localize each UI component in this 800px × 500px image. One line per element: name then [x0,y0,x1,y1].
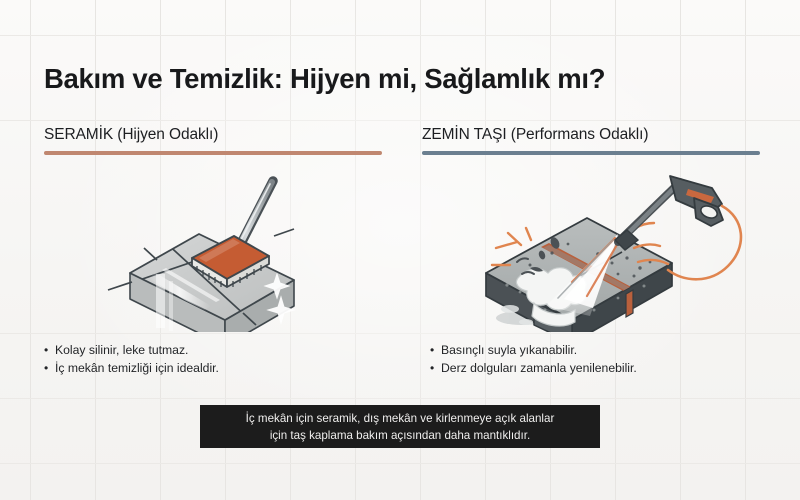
bullet-text: Derz dolguları zamanla yenilenebilir. [441,361,637,375]
bullet-list-zemin-tasi: • Basınçlı suyla yıkanabilir. • Derz dol… [430,341,637,377]
pressure-washer-on-stone-icon [422,170,767,332]
list-item: • Basınçlı suyla yıkanabilir. [430,341,637,359]
bullet-text: İç mekân temizliği için idealdir. [55,361,219,375]
column-header-zemin-tasi: ZEMİN TAŞI (Performans Odaklı) [422,126,767,155]
list-item: • Kolay silinir, leke tutmaz. [44,341,219,359]
conclusion-banner: İç mekân için seramik, dış mekân ve kirl… [200,405,600,448]
bullet-marker: • [44,361,49,375]
bullet-text: Kolay silinir, leke tutmaz. [55,343,189,357]
column-header-seramik: SERAMİK (Hijyen Odaklı) [44,126,389,155]
bullet-marker: • [430,361,435,375]
column-heading-label: SERAMİK (Hijyen Odaklı) [44,126,219,143]
column-heading-label: ZEMİN TAŞI (Performans Odaklı) [422,126,649,143]
mop-on-ceramic-tile-icon [44,170,389,332]
page-title: Bakım ve Temizlik: Hijyen mi, Sağlamlık … [44,63,606,94]
bullet-marker: • [44,343,49,357]
conclusion-line-2: için taş kaplama bakım açısından daha ma… [269,428,531,442]
conclusion-line-1: İç mekân için seramik, dış mekân ve kirl… [245,411,555,425]
bullet-list-seramik: • Kolay silinir, leke tutmaz. • İç mekân… [44,341,219,377]
bullet-text: Basınçlı suyla yıkanabilir. [441,343,578,357]
column-accent-rule [422,151,760,155]
column-accent-rule [44,151,382,155]
list-item: • İç mekân temizliği için idealdir. [44,359,219,377]
bullet-marker: • [430,343,435,357]
list-item: • Derz dolguları zamanla yenilenebilir. [430,359,637,377]
